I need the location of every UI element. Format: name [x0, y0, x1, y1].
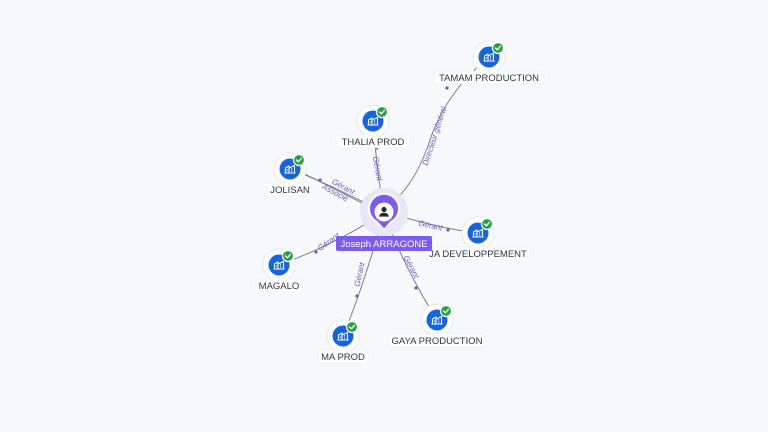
edge-arrow: [318, 178, 322, 182]
edge-arrow: [446, 228, 450, 232]
company-nodes-layer: TAMAM PRODUCTION THALIA PROD JOLISAN JA DEV…: [255, 40, 545, 364]
company-name: MA PROD: [321, 352, 365, 363]
company-label-bg: [425, 246, 531, 261]
edge-arrow: [355, 294, 359, 298]
company-name: GAYA PRODUCTION: [392, 336, 483, 347]
check-badge-icon: [375, 105, 389, 119]
company-label-bg: [317, 349, 369, 364]
company-label-bg: [388, 333, 486, 348]
check-badge-icon: [480, 217, 494, 231]
company-label-bg: [433, 70, 545, 85]
company-node-tamam[interactable]: TAMAM PRODUCTION: [433, 40, 545, 85]
edge-label-thalia: Gérant: [371, 156, 384, 182]
company-name: MAGALO: [259, 281, 300, 292]
edge-label-tamam: Directeur général: [421, 105, 449, 166]
check-badge-icon: [439, 304, 453, 318]
check-badge-icon: [345, 320, 359, 334]
building-icon: [273, 260, 285, 270]
company-name: JA DEVELOPPEMENT: [429, 249, 527, 260]
check-badge-icon: [292, 153, 306, 167]
person-node[interactable]: Joseph ARRAGONE: [336, 188, 432, 251]
person-icon: [379, 206, 389, 217]
building-icon: [284, 164, 296, 174]
company-node-jolisan[interactable]: JOLISAN: [266, 152, 314, 197]
company-label-bg: [255, 278, 303, 293]
check-badge-icon: [281, 249, 295, 263]
building-icon: [337, 331, 349, 341]
person-name: Joseph ARRAGONE: [340, 239, 427, 250]
building-icon: [472, 228, 484, 238]
company-name: JOLISAN: [270, 185, 310, 196]
building-icon: [483, 52, 495, 62]
company-node-ma-prod[interactable]: MA PROD: [317, 319, 369, 364]
building-icon: [431, 315, 443, 325]
person-name-tag: [336, 236, 432, 251]
company-name: THALIA PROD: [342, 137, 405, 148]
edge-label-ma-prod: Gérant: [353, 261, 367, 288]
edge-label-ja-dev: Gérant: [418, 219, 445, 233]
check-badge-icon: [491, 41, 505, 55]
company-label-bg: [266, 182, 314, 197]
company-node-gaya[interactable]: GAYA PRODUCTION: [388, 303, 486, 348]
company-node-ja-dev[interactable]: JA DEVELOPPEMENT: [425, 216, 531, 261]
edge-arrow: [414, 286, 418, 290]
edge-label-gaya: Gérant: [401, 254, 421, 281]
building-icon: [367, 116, 379, 126]
edge-arrow: [445, 86, 449, 90]
edge-arrow: [314, 250, 318, 254]
company-node-thalia[interactable]: THALIA PROD: [335, 104, 411, 149]
company-label-bg: [335, 134, 411, 149]
company-name: TAMAM PRODUCTION: [439, 73, 539, 84]
company-node-magalo[interactable]: MAGALO: [255, 248, 303, 293]
